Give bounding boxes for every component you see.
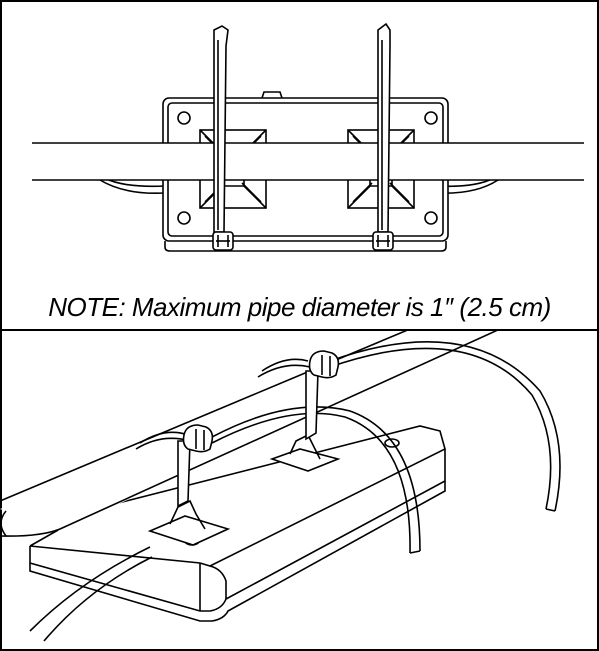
perspective-view-panel xyxy=(0,331,599,650)
mounting-top-view-icon xyxy=(32,22,584,252)
top-view-panel xyxy=(32,22,584,252)
mounting-perspective-view-icon xyxy=(0,331,561,642)
pipe-diameter-note: NOTE: Maximum pipe diameter is 1″ (2.5 c… xyxy=(48,292,551,322)
